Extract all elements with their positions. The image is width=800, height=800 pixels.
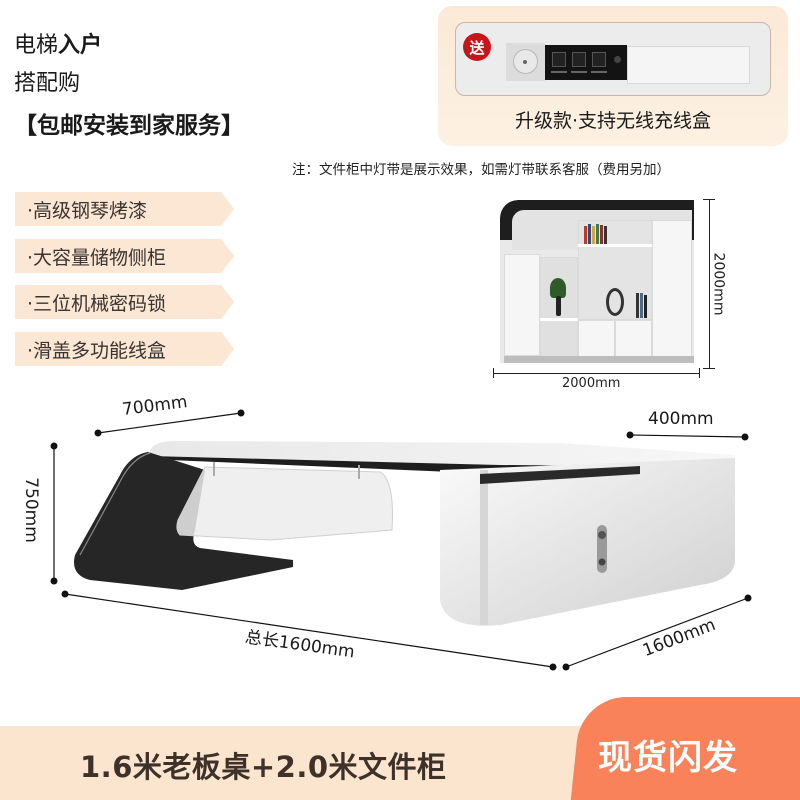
cabinet-width-line xyxy=(493,373,699,374)
file-cabinet-image xyxy=(500,200,694,363)
lighting-note: 注：文件柜中灯带是展示效果，如需灯带联系客服（费用另加） xyxy=(292,162,670,178)
cabinet-height-line xyxy=(709,199,710,369)
feature-storage-cabinet: ·大容量储物侧柜 xyxy=(15,239,234,273)
executive-desk-image xyxy=(50,409,752,671)
power-socket-panel xyxy=(545,45,627,80)
plant-icon xyxy=(550,278,566,298)
gift-card: 送 升级款·支持无线充线盒 xyxy=(438,6,788,146)
cabinet-height-label: 2000mm xyxy=(710,252,727,316)
headline-free-install: 【包邮安装到家服务】 xyxy=(14,113,244,139)
side-cabinet-width-label: 400mm xyxy=(648,409,714,429)
gift-caption: 升级款·支持无线充线盒 xyxy=(514,110,712,132)
gift-badge: 送 xyxy=(463,33,491,61)
in-stock-label: 现货闪发 xyxy=(598,738,738,778)
headline-bold: 入户 xyxy=(58,33,103,58)
feature-piano-lacquer: ·高级钢琴烤漆 xyxy=(15,192,234,226)
wireless-charger-icon xyxy=(506,43,545,81)
product-combo-title: 1.6米老板桌+2.0米文件柜 xyxy=(80,750,447,784)
headline-regular: 电梯 xyxy=(14,33,59,58)
slide-cover xyxy=(627,46,750,84)
vase-icon xyxy=(606,288,624,316)
feature-combination-lock: ·三位机械密码锁 xyxy=(15,285,234,319)
desk-height-label: 750mm xyxy=(20,477,41,543)
feature-cable-box: ·滑盖多功能线盒 xyxy=(15,332,234,366)
cable-box-image: 送 xyxy=(455,22,771,96)
cabinet-width-label: 2000mm xyxy=(562,376,621,391)
headline-combo-purchase: 搭配购 xyxy=(14,71,81,96)
headline-elevator-delivery: 电梯入户 xyxy=(14,32,102,60)
usb-port-icon xyxy=(614,56,621,63)
